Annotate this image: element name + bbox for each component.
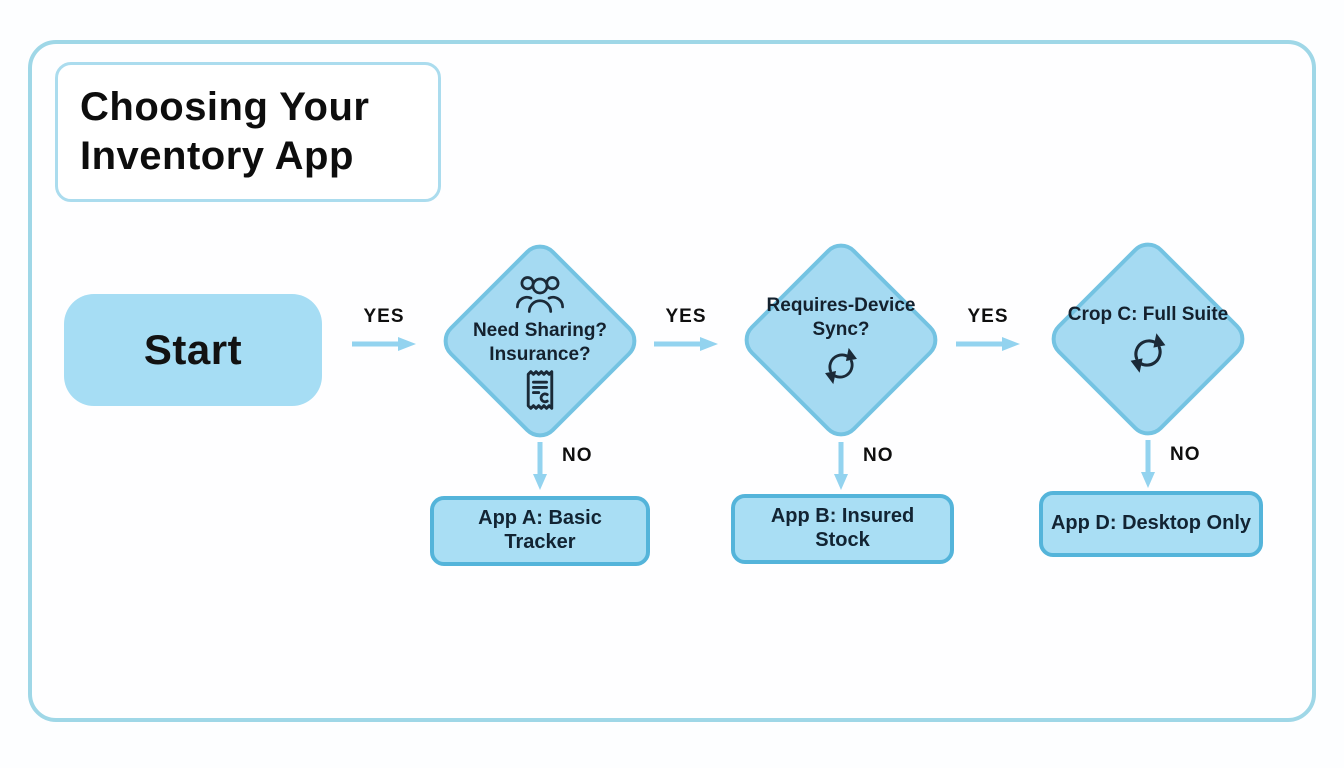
result-app-b-line1: App B: Insured: [770, 505, 915, 528]
result-app-a-line2: Tracker: [504, 531, 576, 553]
result-box-app-b: App B: Insured Stock: [731, 494, 954, 564]
page-title-line1: Choosing Your: [80, 85, 370, 130]
result-app-a-text: App A: Basic Tracker: [478, 507, 602, 554]
arrow-d3-to-result-d: [1140, 440, 1156, 493]
result-app-b-text: App B: Insured Stock: [771, 505, 914, 552]
result-app-b-line2: Stock: [815, 529, 870, 551]
decision-diamond-full-suite-content: Crop C: Full Suite: [1048, 254, 1248, 426]
no-label-1: NO: [562, 445, 593, 466]
page-title-line2: Inventory App: [80, 134, 354, 178]
decision-sharing-line2: Insurance?: [489, 343, 591, 365]
arrow-start-to-d1: [352, 336, 416, 357]
arrow-d2-to-result-b: [833, 442, 849, 495]
result-box-app-d: App D: Desktop Only: [1039, 491, 1263, 557]
start-node: Start: [64, 294, 322, 406]
no-label-3: NO: [1170, 444, 1201, 465]
decision-sync-text: Requires-Device Sync?: [767, 294, 916, 340]
arrow-d1-to-result-a: [532, 442, 548, 495]
arrow-d2-to-d3: [956, 336, 1020, 357]
people-icon: [514, 273, 566, 316]
sync-icon: [819, 344, 863, 388]
title-box: Choosing Your Inventory App: [55, 62, 441, 202]
decision-sharing-line1: Need Sharing?: [472, 320, 608, 342]
result-box-app-a: App A: Basic Tracker: [430, 496, 650, 566]
decision-full-suite-text: Crop C: Full Suite: [1068, 303, 1228, 326]
result-app-a-line1: App A: Basic: [478, 507, 602, 530]
no-label-2: NO: [863, 445, 894, 466]
sync-icon: [1124, 329, 1172, 377]
decision-diamond-sync-content: Requires-Device Sync?: [741, 255, 941, 427]
yes-label-3: YES: [967, 306, 1009, 327]
decision-sync-line2: Sync?: [812, 318, 870, 340]
yes-label-2: YES: [665, 306, 707, 327]
decision-diamond-sharing-content: Need Sharing? Insurance?: [440, 256, 640, 428]
decision-sharing-text: Need Sharing? Insurance?: [473, 319, 607, 365]
receipt-icon: [523, 369, 557, 411]
result-app-d-text: App D: Desktop Only: [1051, 512, 1251, 536]
decision-full-suite-line1: Crop C: Full Suite: [1067, 303, 1229, 325]
yes-label-1: YES: [363, 306, 405, 327]
decision-sync-line1: Requires-Device: [766, 295, 916, 317]
start-node-label: Start: [143, 326, 243, 373]
result-app-d-line1: App D: Desktop Only: [1050, 512, 1251, 535]
arrow-d1-to-d2: [654, 336, 718, 357]
